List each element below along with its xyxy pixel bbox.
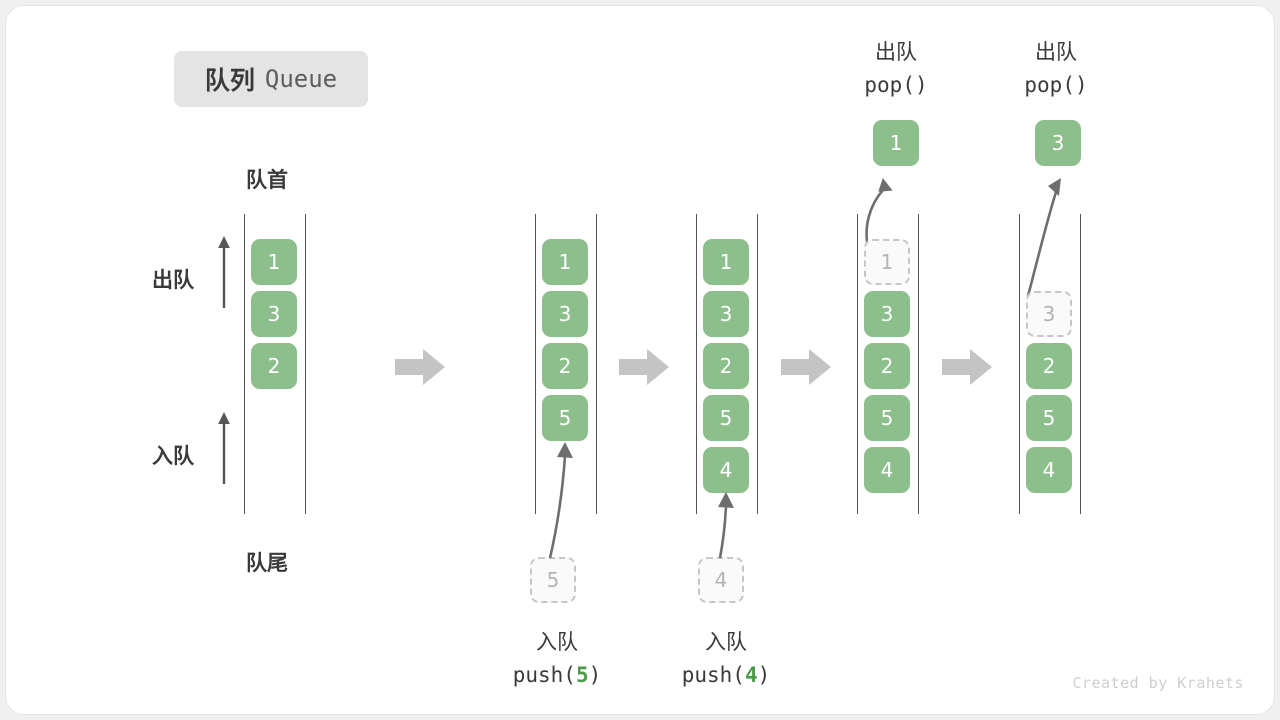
push-5-code-head: push( [512,662,576,687]
pop-3-code: pop() [1024,72,1088,97]
rail-right-5 [1080,214,1081,514]
cell: 3 [703,291,749,337]
push-5-code-tail: ) [588,662,602,687]
cell: 2 [542,343,588,389]
transition-arrow-icon [395,347,447,387]
push-arrow-icon [700,488,750,560]
push-5-code-num: 5 [575,662,589,687]
outgoing-cell: 3 [1035,120,1081,166]
push-arrow-icon [526,436,596,561]
incoming-ghost-cell: 5 [530,557,576,603]
cell: 4 [864,447,910,493]
title-badge: 队列 Queue [174,51,368,107]
queue-head-label: 队首 [246,168,288,192]
enqueue-arrow-up-icon [215,410,233,484]
cell: 2 [864,343,910,389]
rail-right-1 [305,214,306,514]
push-4-code-head: push( [681,662,745,687]
credit-text: Created by Krahets [1072,674,1244,692]
push-4-cn: 入队 [705,630,747,654]
cell: 2 [251,343,297,389]
cell: 4 [703,447,749,493]
rail-right-4 [918,214,919,514]
cell: 5 [542,395,588,441]
rail-left-5 [1019,214,1020,514]
transition-arrow-icon [619,347,671,387]
title-cn: 队列 [204,66,255,95]
push-5-label: 入队 push(5) [472,626,642,691]
pop-arrow-icon [851,174,911,244]
cell: 1 [703,239,749,285]
rail-left-1 [244,214,245,514]
push-4-code-num: 4 [744,662,758,687]
rail-right-2 [596,214,597,514]
cell: 2 [703,343,749,389]
cell: 3 [251,291,297,337]
cell: 2 [1026,343,1072,389]
title-en: Queue [264,65,338,93]
push-4-code-tail: ) [757,662,771,687]
cell: 5 [703,395,749,441]
incoming-ghost-cell: 4 [698,557,744,603]
cell: 3 [1026,291,1072,337]
cell: 3 [542,291,588,337]
cell: 1 [542,239,588,285]
queue-tail-label: 队尾 [246,551,288,575]
enqueue-label: 入队 [152,444,194,468]
rail-left-3 [696,214,697,514]
outgoing-cell: 1 [873,120,919,166]
cell: 5 [864,395,910,441]
dequeue-label: 出队 [152,268,194,292]
pop-1-code: pop() [864,72,928,97]
rail-right-3 [757,214,758,514]
rail-left-2 [535,214,536,514]
rail-left-4 [857,214,858,514]
pop-1-cn: 出队 [875,40,917,64]
push-5-code: push(5) [472,659,642,692]
transition-arrow-icon [942,347,994,387]
push-4-code: push(4) [641,659,811,692]
pop-arrow-icon [1006,174,1076,299]
cell: 3 [864,291,910,337]
dequeue-arrow-up-icon [215,234,233,308]
cell: 1 [251,239,297,285]
cell: 5 [1026,395,1072,441]
cell: 1 [864,239,910,285]
push-5-cn: 入队 [536,630,578,654]
pop-1-label: 出队 pop() [811,36,981,101]
diagram-card: 队列 Queue 队首 队尾 出队 入队 1 3 2 1 3 2 5 5 [6,6,1274,714]
cell: 4 [1026,447,1072,493]
transition-arrow-icon [781,347,833,387]
pop-3-cn: 出队 [1035,40,1077,64]
pop-3-label: 出队 pop() [971,36,1141,101]
push-4-label: 入队 push(4) [641,626,811,691]
